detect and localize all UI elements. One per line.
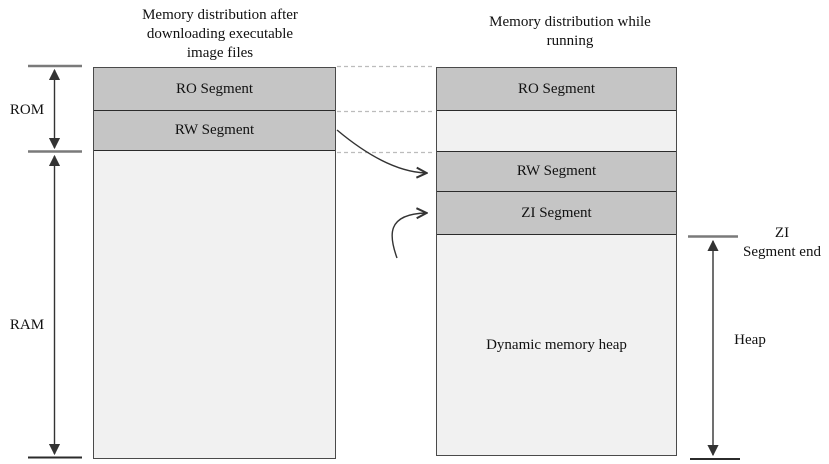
left-title-line-1: Memory distribution after — [142, 7, 298, 23]
left-free-ram-area — [94, 151, 335, 458]
right-column-title: Memory distribution while running — [460, 13, 680, 51]
zi-end-line-2: Segment end — [743, 244, 821, 260]
right-unused-gap — [437, 111, 676, 152]
heap-annotation-label: Heap — [734, 332, 766, 348]
right-title-line-2: running — [546, 33, 594, 49]
right-zi-segment: ZI Segment — [437, 192, 676, 235]
right-memory-column: RO Segment RW Segment ZI Segment Dynamic… — [436, 67, 677, 456]
left-memory-column: RO Segment RW Segment — [93, 67, 336, 459]
right-rw-segment: RW Segment — [437, 152, 676, 192]
right-ro-segment: RO Segment — [437, 68, 676, 111]
zi-segment-end-label: ZI Segment end — [727, 224, 829, 262]
zi-init-arrow — [391, 213, 426, 259]
left-ro-segment-label: RO Segment — [175, 80, 254, 97]
dynamic-memory-heap-label: Dynamic memory heap — [486, 336, 627, 353]
right-heap-area: Dynamic memory heap — [437, 235, 676, 455]
zi-end-line-1: ZI — [774, 225, 790, 241]
left-rw-segment-label: RW Segment — [174, 122, 255, 138]
left-column-title: Memory distribution after downloading ex… — [110, 6, 330, 63]
right-rw-segment-label: RW Segment — [516, 163, 597, 179]
left-rw-segment: RW Segment — [94, 111, 335, 151]
left-title-line-2: downloading executable — [146, 26, 294, 42]
rom-label: ROM — [9, 102, 45, 118]
left-title-line-3: image files — [186, 45, 254, 61]
ram-label: RAM — [9, 317, 45, 333]
left-ro-segment: RO Segment — [94, 68, 335, 111]
right-ro-segment-label: RO Segment — [517, 80, 596, 97]
right-title-line-1: Memory distribution while — [489, 14, 651, 30]
right-zi-segment-label: ZI Segment — [521, 204, 592, 221]
rw-copy-arrow — [336, 129, 426, 173]
